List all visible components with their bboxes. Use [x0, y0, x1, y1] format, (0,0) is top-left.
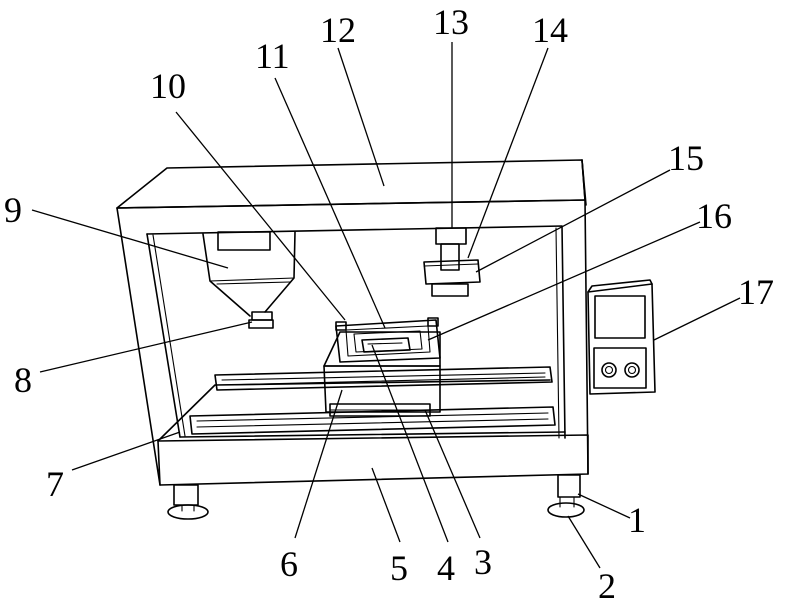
- base-plate: [158, 432, 588, 485]
- nozzle: [249, 312, 273, 328]
- callout-17: 17: [738, 272, 774, 312]
- callout-6: 6: [280, 544, 298, 584]
- leader-8: [40, 322, 252, 372]
- callout-8: 8: [14, 360, 32, 400]
- leader-2: [568, 516, 600, 568]
- leader-1: [578, 494, 630, 518]
- left-foot: [168, 485, 208, 519]
- control-cabinet: [588, 280, 655, 394]
- callout-12: 12: [320, 10, 356, 50]
- leader-9: [32, 210, 228, 268]
- leader-7: [72, 432, 180, 470]
- leader-17: [654, 298, 740, 340]
- leader-3: [425, 410, 480, 538]
- callout-2: 2: [598, 566, 616, 606]
- press-head: [424, 260, 480, 296]
- callout-16: 16: [696, 196, 732, 236]
- callout-13: 13: [433, 2, 469, 42]
- rear-rail: [215, 367, 552, 390]
- clamp-frame: [336, 318, 440, 362]
- leader-10: [176, 112, 345, 320]
- callout-9: 9: [4, 190, 22, 230]
- callout-10: 10: [150, 66, 186, 106]
- callout-numbers: 1 2 3 4 5 6 7 8 9 10 11 12 13 14 15 16 1…: [4, 2, 774, 606]
- callout-5: 5: [390, 548, 408, 588]
- callout-4: 4: [437, 548, 455, 588]
- callout-7: 7: [46, 464, 64, 504]
- callout-1: 1: [628, 500, 646, 540]
- callout-11: 11: [255, 36, 290, 76]
- callout-3: 3: [474, 542, 492, 582]
- leader-lines: [32, 42, 740, 568]
- hopper: [203, 232, 295, 316]
- leader-15: [476, 170, 670, 272]
- press-cylinder: [436, 228, 466, 270]
- callout-15: 15: [668, 138, 704, 178]
- slider-block: [330, 404, 430, 416]
- callout-14: 14: [532, 10, 568, 50]
- right-foot: [548, 475, 584, 517]
- workpiece-tray: [362, 338, 410, 352]
- front-rail: [190, 407, 555, 434]
- leader-4: [372, 345, 448, 542]
